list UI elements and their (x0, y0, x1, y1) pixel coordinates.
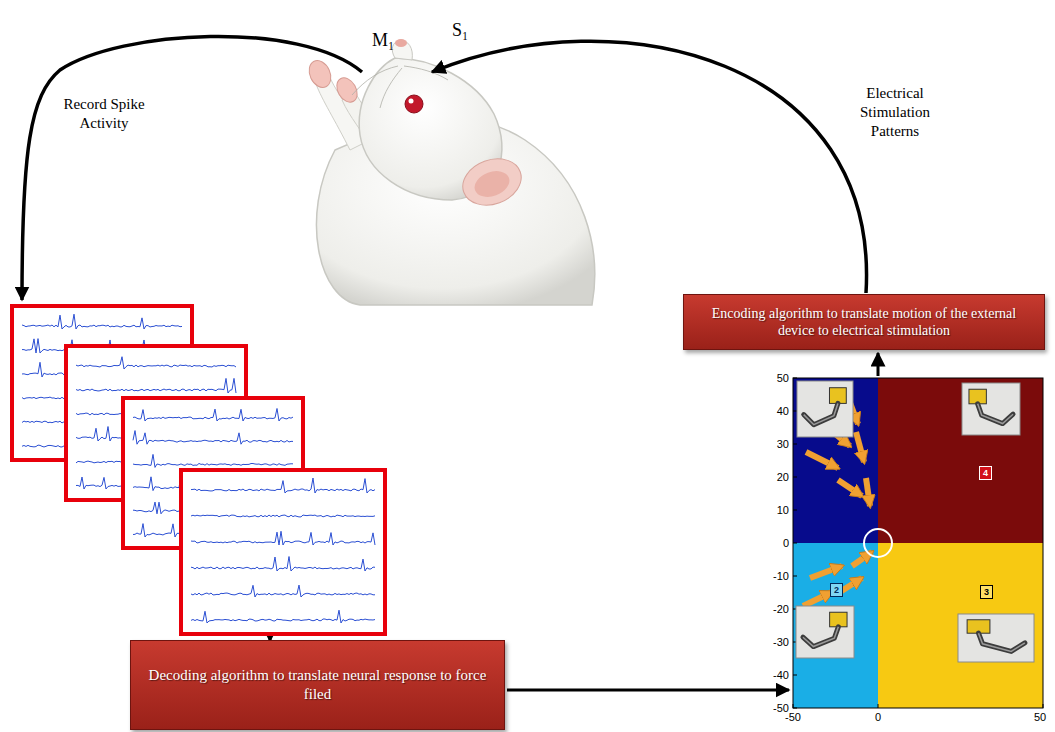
axis-tick-wrap: 50 (1034, 711, 1046, 723)
spike-trace (191, 531, 375, 545)
robot-arm-icon (797, 381, 853, 437)
tick-mark (793, 675, 797, 676)
axis-tick-wrap: 0 (875, 711, 881, 723)
tick-mark (793, 411, 797, 412)
panel-frame (181, 470, 385, 634)
loop-label-wrap: M₁ (372, 30, 394, 51)
force-arrow (856, 432, 864, 462)
axis-tick: 10 (777, 504, 789, 516)
axis-tick: -10 (773, 570, 789, 582)
spike-trace (133, 431, 293, 445)
rat-paw (305, 57, 335, 91)
robot-arm-icon (958, 614, 1034, 662)
quadrant-number: 2 (830, 583, 843, 597)
axis-tick-wrap: -50 (785, 711, 801, 723)
stimulation-arrow (432, 41, 867, 293)
robot-arm-icon (796, 606, 854, 658)
spike-trace (76, 378, 236, 393)
algorithm-box: Decoding algorithm to translate neural r… (130, 640, 505, 730)
rat-ear (456, 151, 527, 213)
axis-tick-wrap: -40 (773, 669, 789, 681)
loop-label: M₁ (372, 30, 394, 51)
axis-tick: 50 (1034, 711, 1046, 723)
axis-tick: 40 (777, 405, 789, 417)
target-circle (864, 529, 892, 557)
arrow-label: Record Spike Activity (48, 95, 160, 133)
arrow-label: Electrical Stimulation Patterns (836, 84, 954, 140)
spike-trace (191, 610, 375, 623)
axis-tick: 50 (777, 372, 789, 384)
quadrant (793, 543, 878, 708)
spike-panel (181, 470, 385, 634)
axis-tick: -20 (773, 603, 789, 615)
tick-mark (793, 477, 797, 478)
record-arrow (22, 36, 362, 300)
loop-label: S₁ (452, 20, 468, 41)
force-arrow (838, 480, 862, 496)
axis-tick-wrap: 40 (777, 405, 789, 417)
axis-tick-wrap: 0 (783, 537, 789, 549)
rat-ear-inner (471, 167, 513, 202)
quadrant (793, 378, 878, 543)
quadrant-number-wrap: 4 (979, 466, 992, 480)
force-arrow (866, 478, 870, 506)
spike-trace (133, 408, 293, 421)
loop-label-wrap: S₁ (452, 20, 468, 41)
arrow-label-wrap: Record Spike Activity (48, 95, 160, 133)
quadrant (878, 543, 1043, 708)
robot-arm-icon (962, 383, 1020, 435)
spike-trace (191, 515, 375, 517)
arrow-label-wrap: Electrical Stimulation Patterns (836, 84, 954, 140)
axis-tick-wrap: -30 (773, 636, 789, 648)
quadrant-number-wrap: 3 (980, 585, 993, 599)
axis-tick: -40 (773, 669, 789, 681)
force-arrow (810, 566, 842, 578)
rat-eye-glint (409, 99, 414, 104)
rat-snout (392, 40, 412, 60)
spike-trace (22, 314, 182, 329)
axis-tick: -50 (785, 711, 801, 723)
force-arrow (840, 578, 862, 592)
axis-tick: 30 (777, 438, 789, 450)
spike-trace (191, 478, 375, 493)
box-text: Decoding algorithm to translate neural r… (143, 666, 492, 704)
plot-decoration (793, 378, 1043, 708)
axis-tick: 20 (777, 471, 789, 483)
tick-mark (793, 444, 797, 445)
rat-nose (395, 39, 407, 47)
plot-frame (793, 378, 1043, 708)
force-arrow (806, 452, 838, 468)
rat-eye (405, 95, 423, 113)
tick-mark (793, 543, 797, 544)
axis-tick-wrap: 30 (777, 438, 789, 450)
axis-tick: 0 (783, 537, 789, 549)
quadrant-number-wrap: 2 (830, 583, 843, 597)
rat-illustration (305, 39, 595, 305)
tick-mark (793, 510, 797, 511)
axis-tick-wrap: -10 (773, 570, 789, 582)
spike-panels (12, 306, 385, 634)
axis-tick-wrap: 10 (777, 504, 789, 516)
force-arrow (803, 592, 832, 606)
algorithm-box: Encoding algorithm to translate motion o… (683, 294, 1045, 350)
axis-tick: -30 (773, 636, 789, 648)
spike-trace (191, 557, 375, 571)
quadrant-number: 4 (979, 466, 992, 480)
axis-tick-wrap: 50 (777, 372, 789, 384)
axis-tick-wrap: -20 (773, 603, 789, 615)
spike-trace (191, 585, 375, 597)
flow-arrow (877, 353, 880, 376)
box-text: Encoding algorithm to translate motion o… (696, 305, 1032, 340)
axis-tick-wrap: 20 (777, 471, 789, 483)
quadrant-number: 3 (980, 585, 993, 599)
tick-mark (878, 704, 879, 708)
spike-trace (76, 357, 236, 369)
axis-tick: 0 (875, 711, 881, 723)
force-field-plot (793, 378, 1043, 708)
tick-mark (793, 576, 797, 577)
flow-arrow (507, 689, 789, 692)
spike-trace (133, 454, 293, 467)
quadrant (878, 378, 1043, 543)
